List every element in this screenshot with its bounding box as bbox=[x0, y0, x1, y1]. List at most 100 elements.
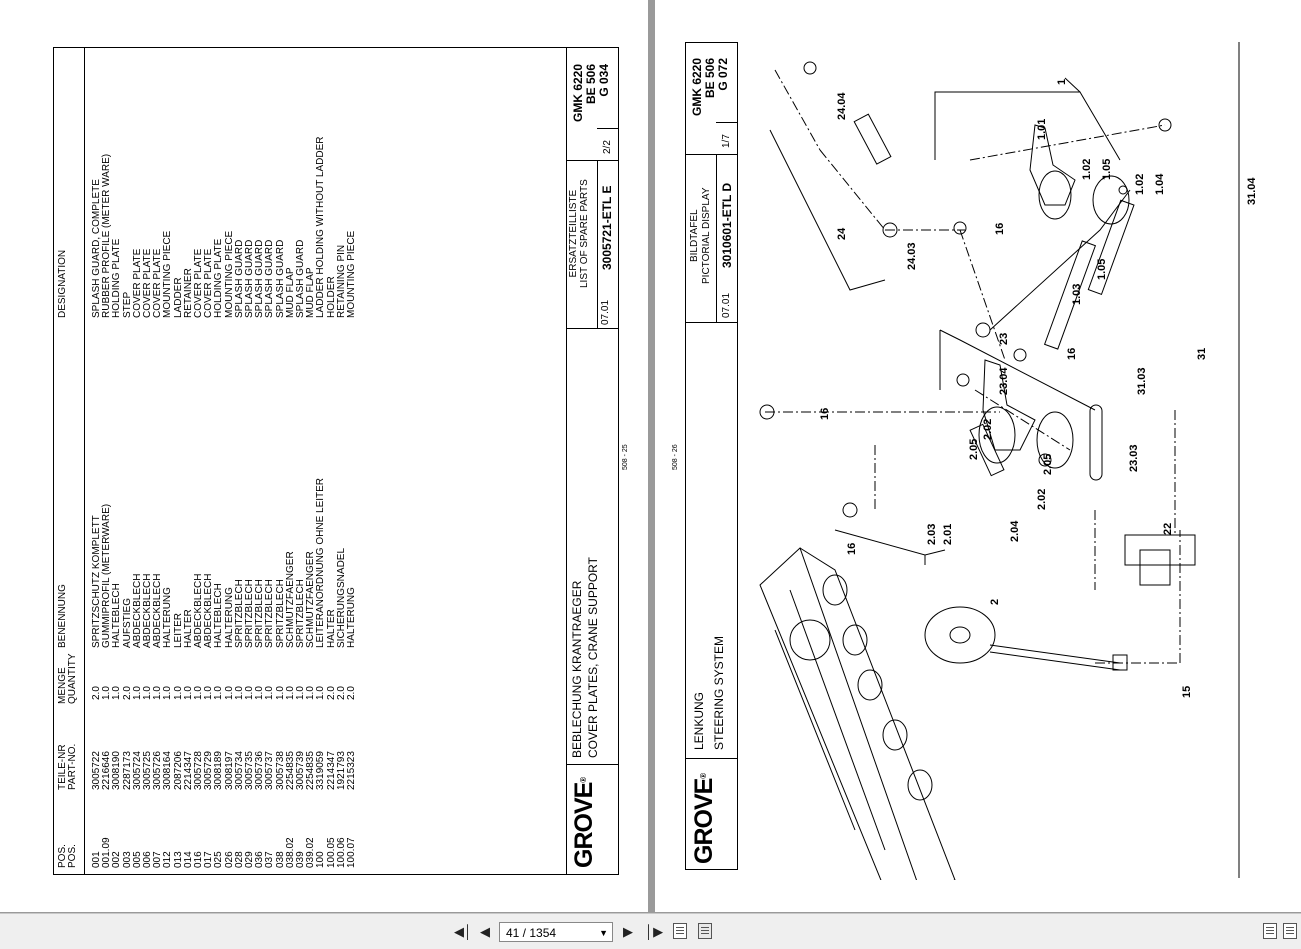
callout-2-01: 2.01 bbox=[942, 524, 954, 545]
grove-logo: GROVE® bbox=[690, 773, 718, 864]
row-part-no: 3008189 bbox=[213, 751, 225, 790]
header-designation: DESIGNATION bbox=[57, 249, 68, 318]
row-part-no: 2215323 bbox=[346, 751, 357, 790]
title-right-divider-2 bbox=[566, 160, 619, 161]
title-inner-divider bbox=[566, 764, 619, 765]
right-page-code: 508 - 26 bbox=[672, 444, 679, 470]
title-right-divider-4 bbox=[597, 128, 619, 129]
left-title: BEBLECHUNG KRANTRAEGER COVER PLATES, CRA… bbox=[570, 557, 600, 758]
row-designation: HOLDING PLATE bbox=[213, 238, 225, 318]
header-divider bbox=[84, 47, 85, 875]
right-title-divider-5 bbox=[716, 122, 738, 123]
title-right-divider-1 bbox=[566, 328, 619, 329]
left-list-title: ERSATZTEILLISTE LIST OF SPARE PARTS bbox=[568, 179, 590, 288]
left-sheet: 2/2 bbox=[602, 140, 613, 154]
callout-2-05: 2.05 bbox=[968, 439, 980, 460]
row-pos: 025 bbox=[213, 851, 225, 868]
right-list-title: BILDTAFEL PICTORIAL DISPLAY bbox=[689, 187, 712, 284]
single-page-view-icon[interactable] bbox=[1263, 923, 1277, 939]
row-benennung: LEITERANORDNUNG OHNE LEITER bbox=[315, 477, 327, 648]
right-title-frame bbox=[685, 42, 738, 870]
row-part-no: 3008190 bbox=[111, 751, 123, 790]
page-number-value: 41 / 1354 bbox=[506, 926, 557, 940]
callout-31-03: 31.03 bbox=[1136, 367, 1148, 395]
left-date: 07.01 bbox=[600, 299, 611, 325]
callout-1-03: 1.03 bbox=[1071, 284, 1083, 305]
row-designation: HOLDING PLATE bbox=[111, 238, 123, 318]
callout-2: 2 bbox=[989, 599, 1001, 605]
callout-24-04: 24.04 bbox=[836, 92, 848, 120]
right-model-code: GMK 6220 BE 506 G 072 bbox=[690, 57, 730, 116]
callout-2-02: 2.02 bbox=[982, 419, 994, 440]
right-sheet: 1/7 bbox=[721, 134, 732, 148]
callout-31-04: 31.04 bbox=[1246, 177, 1258, 205]
callout-1-04: 1.04 bbox=[1154, 173, 1166, 195]
callout-23-03: 23.03 bbox=[1128, 444, 1140, 472]
header-pos: POS.POS. bbox=[57, 844, 78, 868]
callout-1-05: 1.05 bbox=[1101, 159, 1113, 180]
row-benennung: HALTEBLECH bbox=[111, 583, 123, 648]
row-benennung: SPRITZBLECH bbox=[264, 579, 276, 648]
row-pos: 100.07 bbox=[346, 837, 357, 868]
callout-2-03: 2.03 bbox=[926, 524, 938, 545]
right-title-divider-3 bbox=[685, 154, 738, 155]
last-page-icon[interactable]: │▶ bbox=[645, 924, 664, 939]
row-part-no: 3008164 bbox=[162, 751, 174, 790]
title-divider bbox=[566, 47, 567, 875]
left-page-code: 508 - 25 bbox=[622, 444, 629, 470]
right-title-divider-4 bbox=[716, 154, 717, 322]
row-part-no: 3005737 bbox=[264, 751, 276, 790]
row-benennung: HALTERUNG bbox=[346, 587, 357, 648]
callout-16-d: 16 bbox=[846, 543, 858, 555]
page-number-select[interactable]: 41 / 1354 ▼ bbox=[499, 922, 613, 942]
right-doc-number: 3010601-ETL D bbox=[720, 182, 734, 268]
row-quantity: 1.0 bbox=[264, 686, 276, 700]
callout-16-c: 16 bbox=[819, 408, 831, 420]
first-page-icon[interactable]: ◀│ bbox=[454, 924, 473, 939]
header-benennung: BENENNUNG bbox=[57, 584, 68, 648]
prev-page-icon[interactable]: ◀ bbox=[480, 924, 490, 939]
callout-16-a: 16 bbox=[994, 223, 1006, 235]
row-quantity: 1.0 bbox=[162, 686, 174, 700]
next-page-icon[interactable]: ▶ bbox=[623, 924, 633, 939]
callout-22: 22 bbox=[1162, 523, 1174, 535]
callout-1-02b: 1.02 bbox=[1134, 174, 1146, 195]
right-title-divider-2 bbox=[685, 322, 738, 323]
callout-1-01: 1.01 bbox=[1036, 119, 1048, 140]
two-page-view-icon[interactable] bbox=[698, 923, 712, 939]
chevron-down-icon: ▼ bbox=[599, 928, 608, 938]
grove-logo: GROVE® bbox=[570, 777, 598, 868]
callout-24: 24 bbox=[836, 227, 848, 240]
steering-exploded-drawing: 1 1.01 1.02 1.05 1.02 1.04 1.05 1.03 16 … bbox=[759, 42, 1258, 880]
right-date: 07.01 bbox=[721, 292, 732, 318]
callout-16-b: 16 bbox=[1066, 348, 1078, 360]
row-quantity: 1.0 bbox=[111, 686, 123, 700]
continuous-view-icon[interactable] bbox=[1283, 923, 1297, 939]
row-part-no: 3319059 bbox=[315, 751, 327, 790]
row-pos: 012 bbox=[162, 851, 174, 868]
row-pos: 100 bbox=[315, 851, 327, 868]
row-benennung: HALTERUNG bbox=[162, 587, 174, 648]
row-designation: MOUNTING PIECE bbox=[162, 230, 174, 318]
right-title-divider-1 bbox=[685, 758, 738, 759]
callout-2-04: 2.04 bbox=[1009, 520, 1021, 542]
callout-1-02: 1.02 bbox=[1081, 159, 1093, 180]
right-document-page: 508 - 26 GROVE® LENKUNG STEERING SYSTEM … bbox=[655, 0, 1301, 912]
row-designation: SPLASH GUARD bbox=[264, 239, 276, 318]
fit-page-icon[interactable] bbox=[673, 923, 687, 939]
callout-15: 15 bbox=[1181, 686, 1193, 698]
row-designation: LADDER HOLDING WITHOUT LADDER bbox=[315, 136, 327, 318]
row-quantity: 2.0 bbox=[346, 686, 357, 700]
row-quantity: 1.0 bbox=[213, 686, 225, 700]
callout-2-05b: 2.05 bbox=[1042, 454, 1054, 475]
left-model-code: GMK 6220 BE 506 G 034 bbox=[571, 63, 611, 122]
callout-1-05b: 1.05 bbox=[1096, 259, 1108, 280]
callout-1: 1 bbox=[1056, 79, 1068, 85]
callout-24-03: 24.03 bbox=[906, 242, 918, 270]
row-designation: MOUNTING PIECE bbox=[346, 230, 357, 318]
callout-23-04: 23.04 bbox=[998, 367, 1010, 395]
title-right-divider-3 bbox=[597, 160, 598, 328]
